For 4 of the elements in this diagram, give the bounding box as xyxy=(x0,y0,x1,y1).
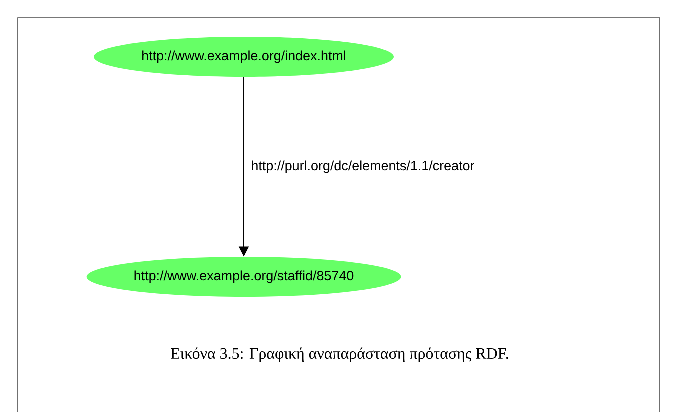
caption: Εικόνα 3.5: Γραφική αναπαράσταση πρότασης RDF. xyxy=(171,348,508,362)
edge-label: http://purl.org/dc/elements/1.1/creator xyxy=(250,160,476,174)
ellipse-node: http://www.example.org/index.html xyxy=(94,37,394,77)
ellipse-node: http://www.example.org/staffid/85740 xyxy=(86,257,402,297)
